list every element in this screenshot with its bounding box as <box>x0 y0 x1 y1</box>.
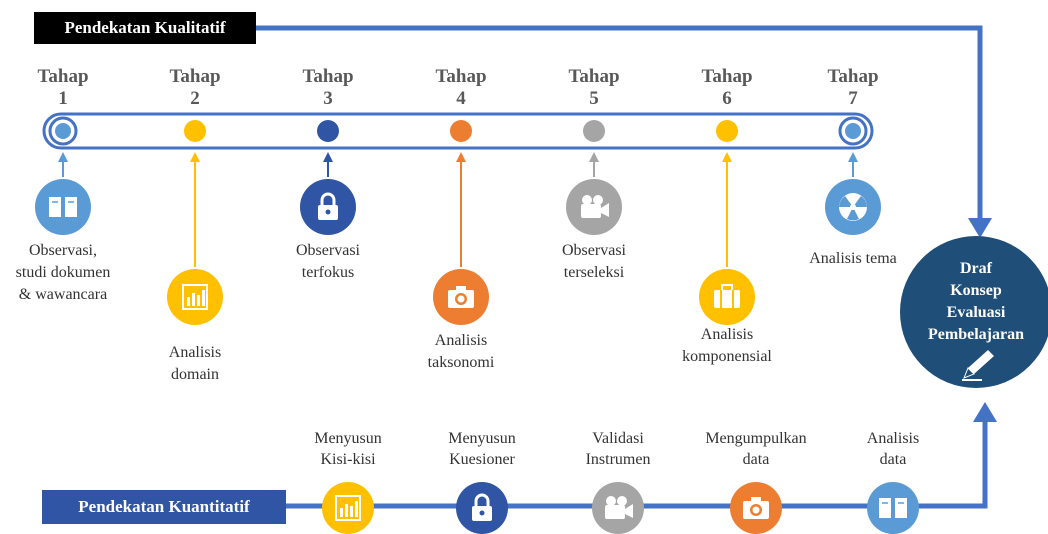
qualitative-arrowhead <box>968 218 992 238</box>
caption-line: Analisis <box>866 430 920 447</box>
camera-icon <box>730 482 782 534</box>
video-camera-icon <box>566 179 622 235</box>
stage-title-number: 2 <box>190 88 200 109</box>
stage-5-marker-dot <box>583 120 605 142</box>
stage-1-marker-dot <box>55 123 71 139</box>
book-icon <box>35 179 91 235</box>
caption-line: Analisis <box>700 326 754 343</box>
stage-title-number: 3 <box>323 88 333 109</box>
stage-title-word: Tahap <box>568 66 620 87</box>
stage-3-arrowhead <box>323 152 333 162</box>
stage-6-marker-dot <box>716 120 738 142</box>
caption-line: komponensial <box>682 348 772 365</box>
stage-2-arrowhead <box>190 152 200 162</box>
stage-7-arrowhead <box>848 152 858 162</box>
caption-line: Kisi-kisi <box>320 451 376 468</box>
caption-line: Analisis tema <box>809 250 897 267</box>
caption-line: Kuesioner <box>449 451 515 468</box>
caption-line: studi dokumen <box>15 264 111 281</box>
stage-title-number: 5 <box>589 88 599 109</box>
draft-line-3: Evaluasi <box>946 304 1006 321</box>
stage-title-word: Tahap <box>701 66 753 87</box>
caption-line: Analisis <box>168 344 222 361</box>
stage-4-arrowhead <box>456 152 466 162</box>
caption-line: Observasi <box>562 242 626 259</box>
caption-line: taksonomi <box>427 354 495 371</box>
camera-icon <box>433 269 489 325</box>
draft-line-4: Pembelajaran <box>928 326 1024 343</box>
pencil-icon <box>962 350 994 381</box>
draft-line-2: Konsep <box>950 282 1002 299</box>
stage-title-number: 7 <box>848 88 858 109</box>
quantitative-label: Pendekatan Kuantitatif <box>42 490 286 524</box>
stage-4-marker-dot <box>450 120 472 142</box>
stage-5-arrowhead <box>589 152 599 162</box>
caption-line: data <box>879 451 907 468</box>
caption-line: data <box>742 451 770 468</box>
lock-icon <box>456 482 508 534</box>
caption-line: domain <box>171 366 219 383</box>
lock-icon <box>300 179 356 235</box>
caption-line: Observasi <box>296 242 360 259</box>
caption-line: & wawancara <box>18 286 108 303</box>
stage-3-caption: Observasi terfokus <box>253 240 403 284</box>
quantitative-step-4-caption: Mengumpulkan data <box>686 428 826 470</box>
caption-line: Observasi, <box>29 242 97 259</box>
caption-line: Mengumpulkan <box>705 430 807 447</box>
caption-line: Validasi <box>592 430 644 447</box>
stage-3-marker-dot <box>317 120 339 142</box>
stage-title-word: Tahap <box>827 66 879 87</box>
briefcase-icon <box>699 269 755 325</box>
radiation-icon <box>825 179 881 235</box>
stage-7-caption: Analisis tema <box>778 248 928 270</box>
quantitative-step-5-caption: Analisis data <box>823 428 963 470</box>
book-icon <box>867 482 919 534</box>
caption-line: Menyusun <box>314 430 382 447</box>
draft-line-1: Draf <box>960 260 992 277</box>
stage-title-word: Tahap <box>37 66 89 87</box>
qualitative-label: Pendekatan Kualitatif <box>34 12 256 44</box>
stage-4-caption: Analisis taksonomi <box>386 330 536 374</box>
stage-title-word: Tahap <box>169 66 221 87</box>
stage-1-caption: Observasi, studi dokumen & wawancara <box>0 240 138 306</box>
stage-title-number: 6 <box>722 88 732 109</box>
stage-6-arrowhead <box>722 152 732 162</box>
stage-title-number: 4 <box>456 88 466 109</box>
stage-7-marker-dot <box>845 123 861 139</box>
stage-title-word: Tahap <box>302 66 354 87</box>
stage-1-arrowhead <box>58 152 68 162</box>
stage-title-word: Tahap <box>435 66 487 87</box>
caption-line: Analisis <box>434 332 488 349</box>
caption-line: Instrumen <box>585 451 651 468</box>
stage-6-caption: Analisis komponensial <box>652 324 802 368</box>
caption-line: terseleksi <box>563 264 625 281</box>
stage-2-caption: Analisis domain <box>120 342 270 386</box>
quantitative-arrowhead <box>973 402 997 422</box>
caption-line: terfokus <box>301 264 355 281</box>
qualitative-connector <box>255 25 983 222</box>
draft-concept-circle: Draf Konsep Evaluasi Pembelajaran <box>900 236 1048 388</box>
stage-2-marker-dot <box>184 120 206 142</box>
video-camera-icon <box>592 482 644 534</box>
bar-chart-icon <box>167 269 223 325</box>
caption-line: Menyusun <box>448 430 516 447</box>
bar-chart-icon <box>322 482 374 534</box>
stage-title-number: 1 <box>58 88 68 109</box>
stage-5-caption: Observasi terseleksi <box>519 240 669 284</box>
quantitative-connector <box>285 418 988 509</box>
